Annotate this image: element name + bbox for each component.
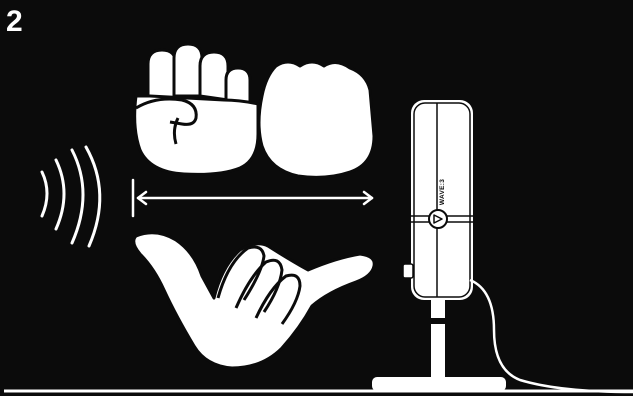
usb-cable-icon: [470, 280, 633, 392]
sound-waves-icon: [42, 147, 100, 246]
microphone-icon: WAVE:3: [403, 100, 473, 300]
elgato-logo-icon: [429, 210, 447, 228]
mic-stand: [372, 300, 506, 391]
fist-side-icon: [135, 44, 258, 174]
fist-front-icon: [259, 62, 374, 177]
distance-arrow-icon: [133, 180, 372, 216]
shaka-hand-icon: [134, 233, 374, 368]
mic-label: WAVE:3: [439, 179, 446, 205]
